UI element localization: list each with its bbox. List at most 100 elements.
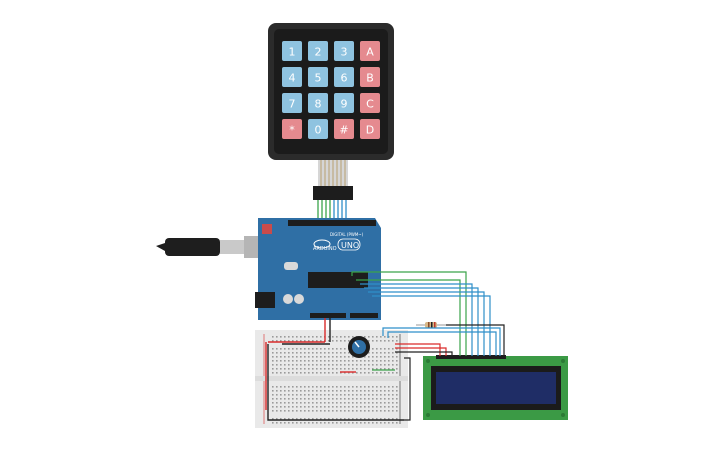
- key-label: D: [366, 124, 374, 137]
- key-5[interactable]: 5: [308, 67, 328, 87]
- key-4[interactable]: 4: [282, 67, 302, 87]
- key-label: 1: [289, 46, 296, 59]
- breadboard-hole: [348, 360, 350, 362]
- breadboard-hole: [364, 386, 366, 388]
- reset-button[interactable]: [262, 224, 272, 234]
- arduino-uno[interactable]: DIGITAL (PWM~) ARDUINO UNO: [255, 218, 381, 320]
- breadboard-hole: [320, 368, 322, 370]
- breadboard-hole: [312, 402, 314, 404]
- breadboard-hole: [312, 410, 314, 412]
- key-*[interactable]: *: [282, 119, 302, 139]
- breadboard-hole: [272, 406, 274, 408]
- breadboard-hole: [328, 372, 330, 374]
- key-cap: [282, 41, 302, 61]
- breadboard-hole: [320, 390, 322, 392]
- breadboard-hole: [296, 406, 298, 408]
- breadboard-hole: [276, 352, 278, 354]
- key-A[interactable]: A: [360, 41, 380, 61]
- breadboard-hole: [340, 402, 342, 404]
- breadboard-hole: [312, 360, 314, 362]
- breadboard-hole: [352, 398, 354, 400]
- lcd-mount-hole: [426, 359, 430, 363]
- breadboard-hole: [344, 402, 346, 404]
- infinity-logo: [313, 239, 331, 249]
- potentiometer[interactable]: [348, 336, 370, 358]
- breadboard-hole: [336, 360, 338, 362]
- breadboard-hole: [388, 352, 390, 354]
- key-9[interactable]: 9: [334, 93, 354, 113]
- breadboard-hole: [304, 402, 306, 404]
- breadboard-hole: [276, 418, 278, 420]
- breadboard-hole: [336, 398, 338, 400]
- breadboard-hole: [308, 390, 310, 392]
- breadboard-hole: [376, 352, 378, 354]
- breadboard-hole: [332, 368, 334, 370]
- key-cap: [334, 93, 354, 113]
- breadboard-hole: [376, 386, 378, 388]
- key-C[interactable]: C: [360, 93, 380, 113]
- breadboard-hole: [372, 394, 374, 396]
- breadboard-hole: [316, 390, 318, 392]
- lcd-mount-hole: [561, 413, 565, 417]
- breadboard-hole: [336, 352, 338, 354]
- breadboard-hole: [392, 390, 394, 392]
- breadboard-hole: [336, 348, 338, 350]
- breadboard-hole: [280, 386, 282, 388]
- usb-cable[interactable]: [156, 236, 274, 258]
- breadboard-hole: [376, 418, 378, 420]
- key-1[interactable]: 1: [282, 41, 302, 61]
- breadboard-hole: [340, 352, 342, 354]
- breadboard-hole: [388, 402, 390, 404]
- lcd-mount-hole: [426, 413, 430, 417]
- breadboard-center-channel: [255, 376, 408, 381]
- breadboard-hole: [320, 394, 322, 396]
- breadboard-hole: [284, 390, 286, 392]
- breadboard-hole: [288, 422, 290, 424]
- breadboard-hole: [344, 406, 346, 408]
- key-label: C: [366, 98, 374, 111]
- key-label: A: [366, 46, 374, 59]
- breadboard-hole: [392, 360, 394, 362]
- breadboard-hole: [276, 360, 278, 362]
- key-0[interactable]: 0: [308, 119, 328, 139]
- breadboard-hole: [296, 356, 298, 358]
- breadboard-hole: [376, 390, 378, 392]
- breadboard-hole: [328, 356, 330, 358]
- breadboard-hole: [384, 352, 386, 354]
- breadboard-hole: [388, 356, 390, 358]
- breadboard-hole: [396, 386, 398, 388]
- breadboard-hole: [392, 422, 394, 424]
- usb-plug-body: [165, 238, 220, 256]
- breadboard-hole: [284, 406, 286, 408]
- breadboard[interactable]: [255, 330, 408, 428]
- breadboard-hole: [308, 422, 310, 424]
- breadboard-hole: [288, 386, 290, 388]
- breadboard-hole: [328, 422, 330, 424]
- breadboard-hole: [372, 372, 374, 374]
- keypad-inner: [274, 29, 388, 154]
- breadboard-hole: [364, 360, 366, 362]
- breadboard-hole: [292, 368, 294, 370]
- breadboard-hole: [300, 340, 302, 342]
- breadboard-hole: [336, 402, 338, 404]
- breadboard-hole: [312, 390, 314, 392]
- key-8[interactable]: 8: [308, 93, 328, 113]
- breadboard-hole: [308, 356, 310, 358]
- breadboard-hole: [372, 390, 374, 392]
- lcd-display[interactable]: [423, 355, 568, 420]
- breadboard-hole: [324, 394, 326, 396]
- breadboard-hole: [296, 386, 298, 388]
- key-7[interactable]: 7: [282, 93, 302, 113]
- key-B[interactable]: B: [360, 67, 380, 87]
- key-2[interactable]: 2: [308, 41, 328, 61]
- breadboard-hole: [396, 348, 398, 350]
- key-D[interactable]: D: [360, 119, 380, 139]
- key-6[interactable]: 6: [334, 67, 354, 87]
- breadboard-hole: [388, 394, 390, 396]
- key-#[interactable]: #: [334, 119, 354, 139]
- breadboard-hole: [360, 406, 362, 408]
- breadboard-hole: [288, 356, 290, 358]
- key-3[interactable]: 3: [334, 41, 354, 61]
- breadboard-hole: [284, 402, 286, 404]
